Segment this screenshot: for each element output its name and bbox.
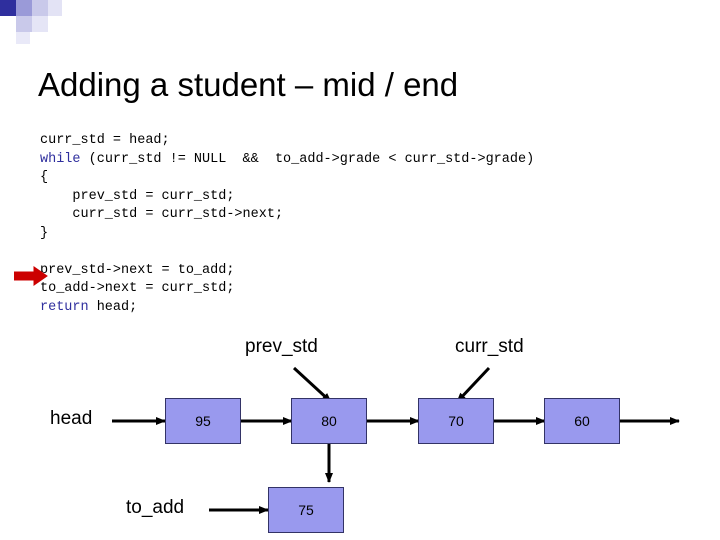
diagram-arrows [112, 366, 680, 514]
code-line: } [40, 225, 534, 244]
decorative-square-1 [0, 0, 16, 16]
code-block: curr_std = head; while (curr_std != NULL … [40, 132, 534, 317]
code-line: while (curr_std != NULL && to_add->grade… [40, 151, 534, 170]
code-text: prev_std = curr_std; [40, 188, 235, 204]
code-keyword: while [40, 151, 81, 167]
code-line [40, 243, 534, 262]
decorative-square-5 [16, 16, 32, 32]
node-70: 70 [418, 398, 494, 444]
code-text: } [40, 225, 49, 241]
code-text: curr_std = curr_std->next; [40, 207, 284, 222]
node-80: 80 [291, 398, 367, 444]
code-line: curr_std = head; [40, 132, 534, 151]
linked-list-diagram: prev_std curr_std head to_add 95 80 70 6… [0, 330, 720, 540]
decorative-squares [0, 0, 110, 46]
node-95: 95 [165, 398, 241, 444]
code-text: head; [88, 299, 138, 315]
code-line: { [40, 169, 534, 188]
node-75: 75 [268, 487, 344, 533]
list-label-head: head [50, 408, 93, 429]
pointer-label-curr_std: curr_std [455, 336, 524, 357]
code-text: { [40, 170, 49, 185]
code-keyword: return [40, 299, 89, 315]
code-line: prev_std = curr_std; [40, 188, 534, 207]
pointer-label-prev_std: prev_std [245, 336, 318, 357]
decorative-square-6 [32, 16, 48, 32]
code-text: prev_std->next = to_add; [40, 262, 235, 278]
code-text: (curr_std != NULL && to_add->grade < cur… [80, 151, 535, 167]
list-label-to_add: to_add [126, 497, 185, 518]
decorative-square-7 [16, 32, 30, 44]
code-line: prev_std->next = to_add; [40, 262, 534, 281]
decorative-square-4 [48, 0, 62, 16]
code-text: to_add->next = curr_std; [40, 281, 235, 296]
decorative-square-3 [32, 0, 48, 16]
page-title: Adding a student – mid / end [38, 66, 459, 103]
code-line: to_add->next = curr_std; [40, 280, 534, 299]
code-line: curr_std = curr_std->next; [40, 206, 534, 225]
node-60: 60 [544, 398, 620, 444]
code-text: curr_std = head; [40, 133, 170, 148]
decorative-square-2 [16, 0, 32, 16]
red-arrow-icon [14, 266, 48, 286]
code-line: return head; [40, 299, 534, 318]
